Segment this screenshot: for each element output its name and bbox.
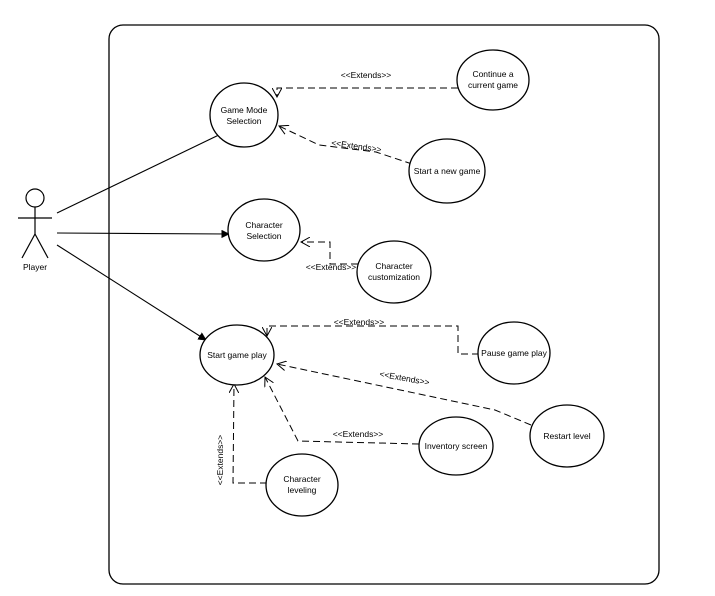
extend-continue-to-game-mode (277, 87, 458, 97)
use-case-label: Character (375, 261, 412, 271)
extend-label: <<Extends>> (306, 262, 357, 272)
extend-label: <<Extends>> (215, 435, 225, 486)
actor-leg-left (21, 233, 36, 259)
use-case-label: Selection (247, 231, 282, 241)
association-start-game-play (56, 244, 206, 341)
use-case-start-game-play: Start game play (199, 324, 275, 386)
actor-label: Player (23, 262, 47, 272)
use-case-label: Selection (227, 116, 262, 126)
use-case-character-leveling: Character leveling (265, 453, 339, 517)
extend-inventory-to-start-game-play (265, 377, 420, 445)
use-case-continue-current-game: Continue a current game (456, 49, 530, 111)
use-case-character-selection: Character Selection (227, 198, 301, 262)
system-boundary (108, 24, 660, 585)
extend-label: <<Extends>> (341, 70, 392, 80)
use-case-label: customization (368, 272, 420, 282)
extend-restart-to-start-game-play (277, 364, 532, 426)
use-case-label: Character (245, 220, 282, 230)
actor-head (25, 188, 45, 208)
use-case-label: Restart level (543, 431, 590, 441)
use-case-label: Start game play (207, 350, 267, 360)
extend-new-game-to-game-mode (279, 126, 413, 165)
use-case-character-customization: Character customization (356, 240, 432, 304)
use-case-label: Pause game play (481, 348, 547, 358)
use-case-pause-game-play: Pause game play (477, 321, 551, 385)
extend-customization-to-character-selection (301, 242, 358, 265)
use-case-label: Character (283, 474, 320, 484)
use-case-inventory-screen: Inventory screen (418, 416, 494, 476)
use-case-label: Inventory screen (425, 441, 488, 451)
extend-label: <<Extends>> (333, 429, 384, 439)
use-case-game-mode-selection: Game Mode Selection (209, 82, 279, 148)
use-case-start-new-game: Start a new game (408, 138, 486, 204)
use-case-label: Continue a (472, 69, 513, 79)
actor-player: Player (18, 188, 52, 272)
use-case-label: leveling (288, 485, 317, 495)
extend-label: <<Extends>> (334, 317, 385, 327)
use-case-label: current game (468, 80, 518, 90)
association-game-mode (56, 132, 225, 214)
association-character-selection (56, 233, 229, 234)
use-case-label: Game Mode (221, 105, 268, 115)
extend-leveling-to-start-game-play (233, 384, 267, 484)
use-case-restart-level: Restart level (529, 404, 605, 468)
actor-leg-right (34, 233, 49, 259)
use-case-label: Start a new game (414, 166, 481, 176)
extend-pause-to-start-game-play (267, 325, 479, 355)
